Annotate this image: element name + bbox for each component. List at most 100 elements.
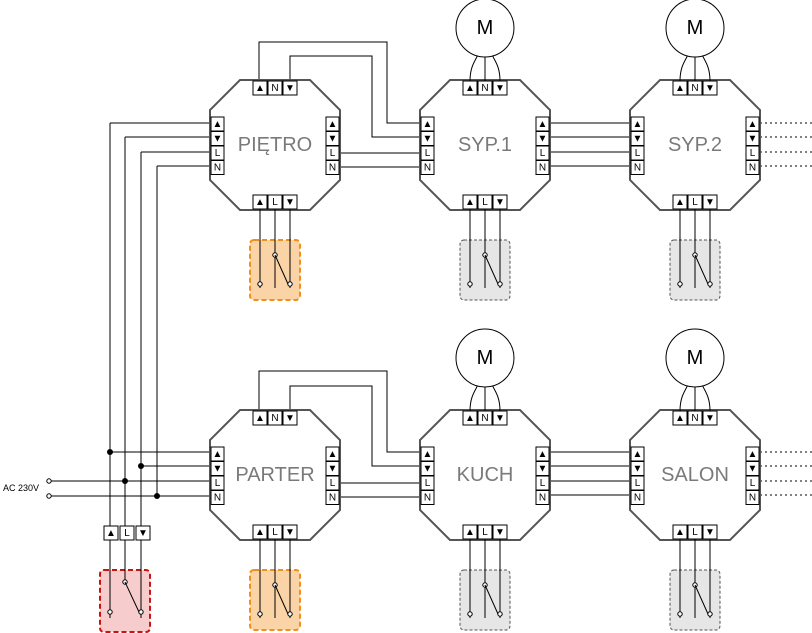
terminal-bottom-l: L xyxy=(687,524,703,540)
terminal-label: L xyxy=(215,148,221,159)
terminal-label: ▼ xyxy=(495,83,505,94)
terminal-label: ▼ xyxy=(495,527,505,538)
terminal-right-down: ▼ xyxy=(325,131,340,146)
terminal-label: L xyxy=(272,527,278,538)
terminal-right-n: N xyxy=(745,490,760,505)
terminal-left-down: ▼ xyxy=(420,461,435,476)
module-body xyxy=(209,409,341,541)
module-label: PIĘTRO xyxy=(238,134,312,156)
terminal-label: ▲ xyxy=(465,83,475,94)
module-body xyxy=(629,79,761,211)
terminal-label: ▲ xyxy=(106,528,116,539)
terminal-label: ▼ xyxy=(423,464,433,475)
terminal-label: N xyxy=(749,163,756,174)
module-label: SYP.1 xyxy=(458,134,512,156)
terminal-label: ▲ xyxy=(213,119,223,130)
terminal-label: L xyxy=(750,148,756,159)
terminal-right-up: ▲ xyxy=(535,116,550,132)
terminal-right-up: ▲ xyxy=(325,446,340,462)
contact-dot xyxy=(287,281,293,287)
contact-dot xyxy=(107,609,113,615)
terminal-left-l: L xyxy=(630,475,645,491)
module-parter: PARTER▲N▼▲L▼▲▼LN▲▼LN xyxy=(209,409,341,631)
terminal-top-up: ▲ xyxy=(462,80,478,96)
terminal-right-down: ▼ xyxy=(325,461,340,476)
master-terminal-down: ▼ xyxy=(135,525,151,541)
module-pietro: PIĘTRO▲N▼▲L▼▲▼LN▲▼LN xyxy=(209,79,341,301)
terminal-label: ▼ xyxy=(285,413,295,424)
terminal-label: N xyxy=(481,83,488,94)
terminal-label: ▲ xyxy=(675,83,685,94)
terminal-bottom-l: L xyxy=(267,524,283,540)
junction-dot xyxy=(122,478,128,484)
terminal-label: ▲ xyxy=(465,197,475,208)
master-terminal-up: ▲ xyxy=(103,525,119,541)
terminal-label: N xyxy=(214,493,221,504)
terminal-top-n: N xyxy=(477,80,493,96)
motor-kuch: M xyxy=(455,328,515,412)
master-switch-terminals: ▲ L ▼ xyxy=(103,525,151,541)
terminal-left-l: L xyxy=(210,145,225,161)
terminal-label: ▲ xyxy=(255,83,265,94)
terminal-label: ▲ xyxy=(423,119,433,130)
contact-dot xyxy=(677,611,683,617)
terminal-label: L xyxy=(425,148,431,159)
motor-label: M xyxy=(687,17,704,39)
terminal-label: N xyxy=(634,493,641,504)
motor-circle xyxy=(665,0,725,58)
terminal-bottom-l: L xyxy=(477,194,493,210)
terminal-label: L xyxy=(635,148,641,159)
module-label: PARTER xyxy=(235,464,314,486)
module-kuch: KUCH▲N▼▲L▼▲▼LN▲▼LNM xyxy=(419,328,551,631)
terminal-label: L xyxy=(635,478,641,489)
terminal-label: ▲ xyxy=(328,119,338,130)
terminal-label: N xyxy=(634,163,641,174)
junction-dot xyxy=(107,449,113,455)
terminal-right-up: ▲ xyxy=(535,446,550,462)
terminal-label: N xyxy=(271,413,278,424)
terminal-label: L xyxy=(750,478,756,489)
terminal-box xyxy=(630,160,645,175)
terminal-label: ▲ xyxy=(465,527,475,538)
terminal-right-up: ▲ xyxy=(745,116,760,132)
terminal-label: ▲ xyxy=(255,527,265,538)
terminal-label: L xyxy=(692,527,698,538)
contact-dot xyxy=(257,281,263,287)
module-label: SALON xyxy=(661,464,729,486)
terminal-left-down: ▼ xyxy=(420,131,435,146)
terminal-label: N xyxy=(539,493,546,504)
contact-dot xyxy=(497,281,503,287)
terminal-label: ▼ xyxy=(423,134,433,145)
terminal-label: ▲ xyxy=(328,449,338,460)
terminal-bottom-l: L xyxy=(477,524,493,540)
terminal-box xyxy=(267,80,283,96)
terminal-label: N xyxy=(329,493,336,504)
terminal-box xyxy=(420,490,435,505)
terminal-left-n: N xyxy=(420,160,435,175)
terminal-left-l: L xyxy=(210,475,225,491)
terminal-bottom-down: ▼ xyxy=(702,194,718,210)
terminal-label: N xyxy=(749,493,756,504)
terminal-label: ▼ xyxy=(538,134,548,145)
terminal-label: L xyxy=(124,528,130,539)
terminal-box xyxy=(252,80,268,96)
terminal-label: ▼ xyxy=(213,134,223,145)
terminal-label: ▲ xyxy=(633,119,643,130)
terminal-right-l: L xyxy=(745,145,760,161)
terminal-box xyxy=(535,160,550,175)
wire xyxy=(124,581,140,613)
contact-dot xyxy=(467,611,473,617)
motor-circle xyxy=(455,0,515,58)
terminal-box xyxy=(745,160,760,175)
wall-switch-salon xyxy=(669,539,721,631)
terminal-box xyxy=(103,525,119,541)
terminal-label: N xyxy=(424,163,431,174)
terminal-label: N xyxy=(214,163,221,174)
module-body xyxy=(209,79,341,211)
terminal-label: ▼ xyxy=(328,464,338,475)
terminal-label: ▼ xyxy=(495,197,505,208)
terminal-label: ▲ xyxy=(748,449,758,460)
wire xyxy=(694,254,709,285)
terminal-bottom-down: ▼ xyxy=(702,524,718,540)
